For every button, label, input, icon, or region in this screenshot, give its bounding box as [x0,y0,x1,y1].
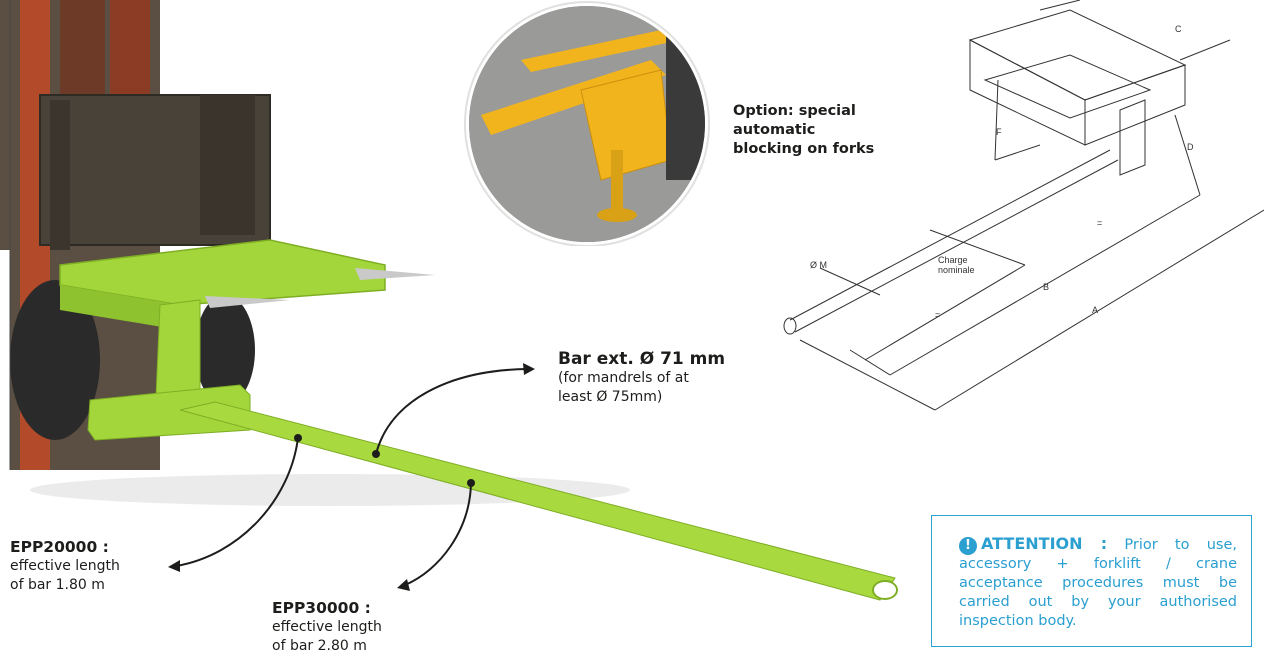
epp30000-heading: EPP30000 : [272,599,371,617]
bar-diameter-line-2: least Ø 75mm) [558,389,663,405]
bar-diameter-callout: Bar ext. Ø 71 mm (for mandrels of at lea… [558,350,748,407]
option-callout: Option: special automatic blocking on fo… [733,102,903,159]
bar-diameter-heading: Bar ext. Ø 71 mm [558,349,726,369]
bar-diameter-line-1: (for mandrels of at [558,370,689,386]
dim-eq-1: = [1097,218,1102,228]
technical-drawing: C D F Ø M = = B A Charge nominale [783,0,1264,411]
attention-title: ATTENTION : [981,534,1108,553]
charge-label-1: Charge [938,255,968,265]
drawing-labels: C D F Ø M = = B A Charge nominale [810,24,1194,320]
epp20000-heading: EPP20000 : [10,538,109,556]
dim-d: D [1187,142,1194,152]
dim-m: Ø M [810,260,827,270]
dim-eq-2: = [935,310,940,320]
dim-b: B [1043,282,1049,292]
dim-f: F [996,127,1002,137]
attention-notice: !ATTENTION : Prior to use, accessory + f… [931,515,1252,647]
dim-a: A [1092,305,1098,315]
epp30000-line-2: of bar 2.80 m [272,638,367,654]
blocking-option-detail-photo [464,1,710,246]
charge-label-2: nominale [938,265,975,275]
exclamation-icon: ! [959,537,977,555]
attention-text: Prior to use, accessory + forklift / cra… [959,537,1238,629]
option-line-3: blocking on forks [733,141,875,157]
epp30000-callout: EPP30000 : effective length of bar 2.80 … [272,599,432,656]
dim-c: C [1175,24,1182,34]
epp20000-line-2: of bar 1.80 m [10,577,105,593]
option-line-2: automatic [733,122,816,138]
forklift-photo [0,0,300,470]
epp20000-line-1: effective length [10,558,120,574]
epp30000-line-1: effective length [272,619,382,635]
option-line-1: Option: special [733,103,856,119]
epp20000-callout: EPP20000 : effective length of bar 1.80 … [10,538,170,595]
